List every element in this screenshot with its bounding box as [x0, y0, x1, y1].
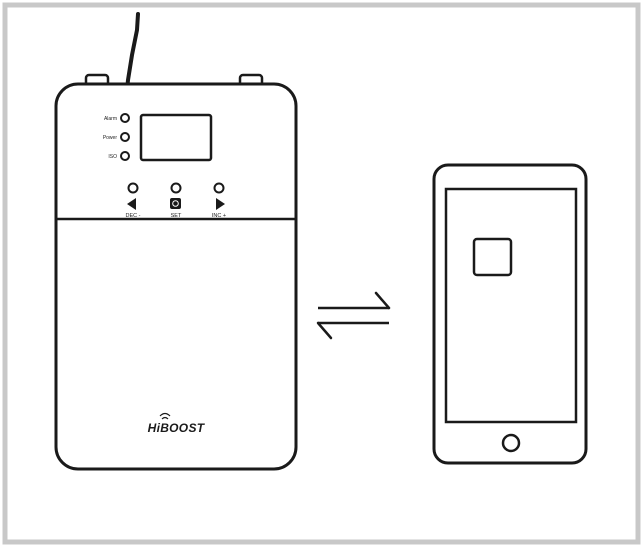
dec-button-label: DEC -	[126, 213, 141, 219]
power-led-icon	[120, 132, 130, 142]
arrow-right-head	[374, 291, 391, 310]
wifi-signal-icon	[159, 412, 171, 420]
inc-button[interactable]: INC +	[212, 182, 226, 220]
alarm-led-icon	[120, 113, 130, 123]
bidirectional-arrows-icon	[316, 291, 391, 340]
set-button-label: SET	[171, 213, 182, 219]
inc-button-label: INC +	[212, 213, 226, 219]
arrow-left-head	[316, 321, 333, 340]
inc-led-icon	[213, 182, 225, 194]
lcd-display	[139, 113, 213, 162]
indicator-label-alarm: Alarm	[104, 116, 117, 122]
dec-button[interactable]: DEC -	[126, 182, 141, 220]
brand-logo: HiBOOST	[148, 412, 206, 435]
set-led-icon	[170, 182, 182, 194]
brand-text: HiBOOST	[148, 421, 206, 435]
indicator-label-power: Power	[103, 135, 118, 141]
indicator-label-iso: ISO	[108, 154, 117, 160]
signal-booster-cable	[125, 12, 140, 92]
signal-booster-device: Alarm Power ISO DEC - SET INC + HiBO	[54, 82, 298, 471]
iso-led-icon	[120, 151, 130, 161]
app-square-icon[interactable]	[472, 237, 513, 277]
set-button[interactable]: SET	[170, 182, 182, 220]
phone-screen	[444, 187, 578, 424]
set-icon-inner	[172, 200, 179, 207]
triangle-left-icon	[127, 198, 136, 210]
dec-led-icon	[127, 182, 139, 194]
smartphone	[432, 163, 588, 465]
set-icon	[170, 198, 181, 209]
home-button-icon[interactable]	[501, 433, 521, 453]
triangle-right-icon	[216, 198, 225, 210]
device-body	[54, 82, 298, 471]
